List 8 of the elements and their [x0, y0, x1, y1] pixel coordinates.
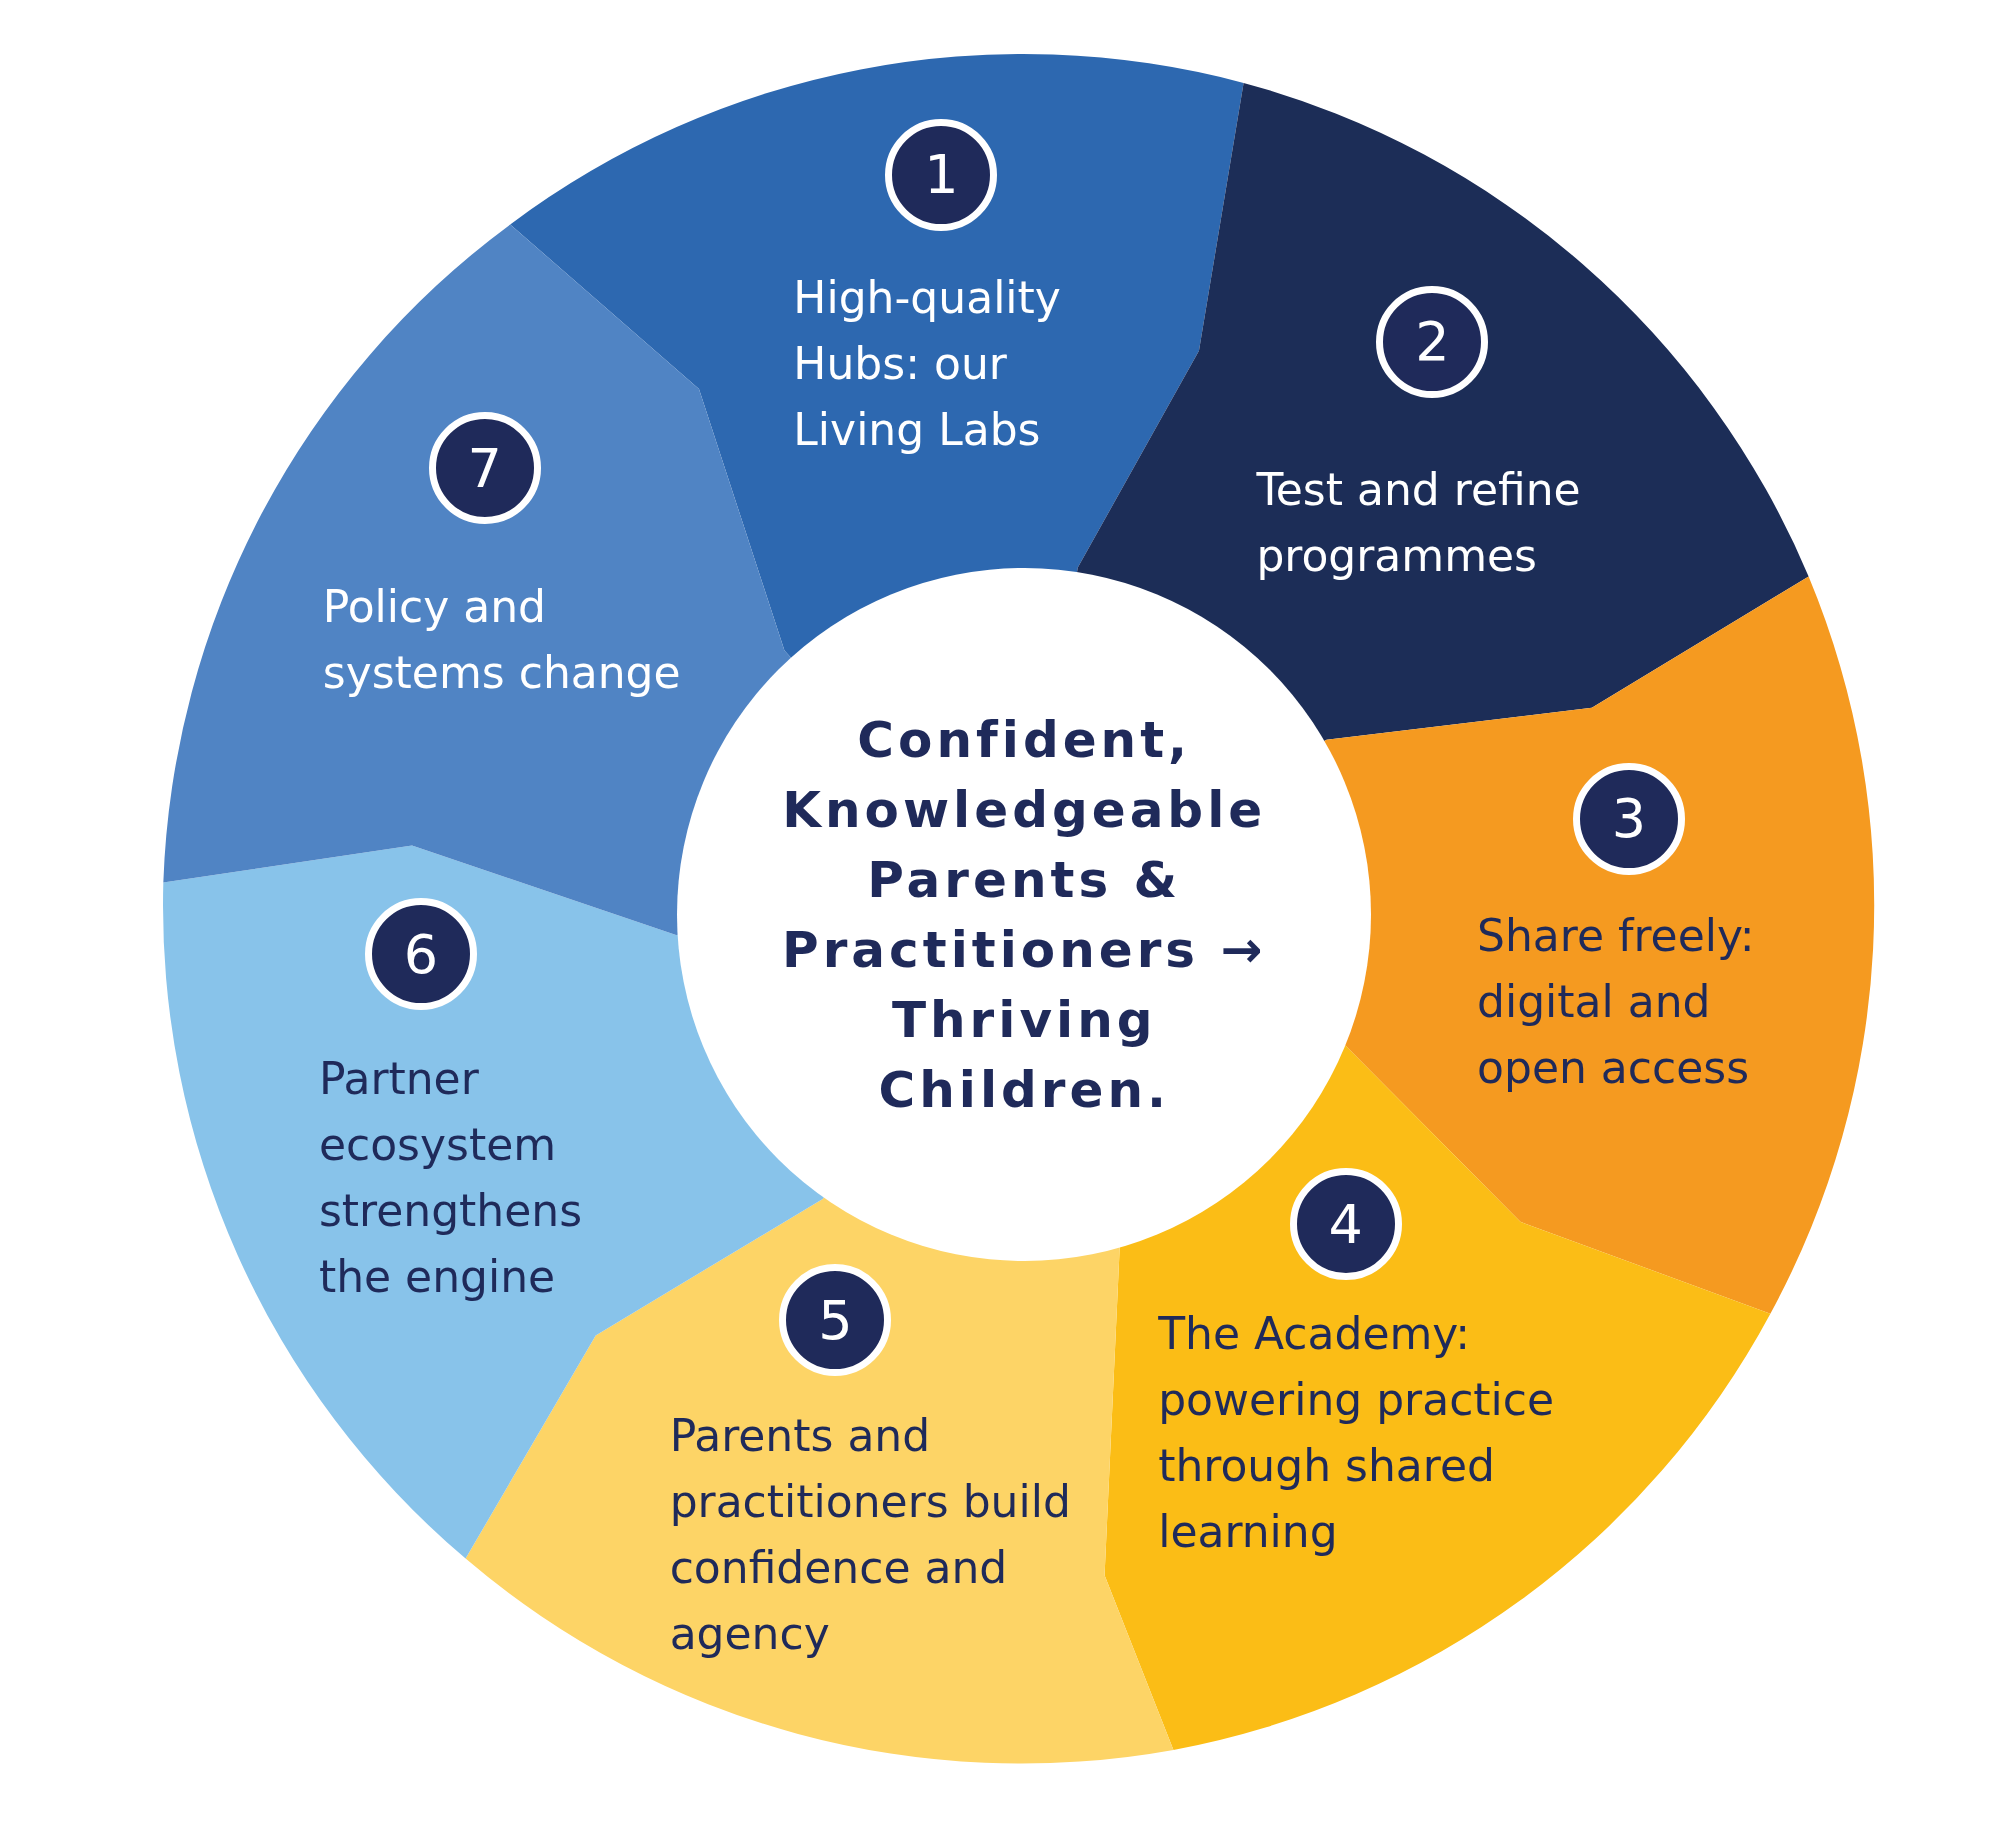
step-label: Share freely: digital and open access	[1477, 909, 1756, 1096]
step-label: Test and refine programmes	[1256, 462, 1582, 583]
step-label: High-quality Hubs: our Living Labs	[793, 271, 1062, 458]
step-label: Partner ecosystem strengthens the engine	[318, 1051, 584, 1304]
step-label: Policy and systems change	[322, 579, 682, 700]
step-label: The Academy: powering practice through shared learning	[1158, 1307, 1556, 1559]
center-text: Confident, Knowledgeable Parents & Practitioners → Thriving Children.	[781, 709, 1268, 1121]
step-label: Parents and practitioners build confidence and agency	[669, 1409, 1072, 1662]
